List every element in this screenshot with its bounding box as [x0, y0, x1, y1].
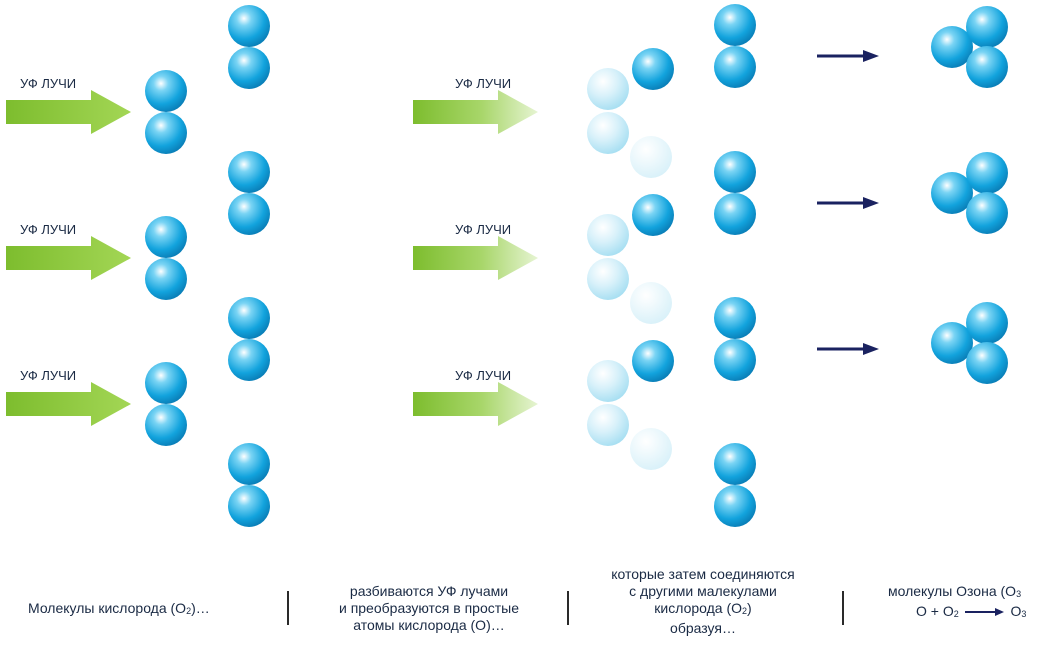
ozone-atom [966, 46, 1008, 88]
ozone-equation: O + O2 O3 [888, 603, 1026, 623]
caption-line: с другими малекулами [629, 583, 777, 599]
equation-right: O [1010, 603, 1022, 619]
oxygen-molecule-atom [714, 339, 756, 381]
oxygen-molecule-atom [145, 112, 187, 154]
oxygen-molecule-atom [228, 443, 270, 485]
uv-arrow-icon [6, 90, 131, 134]
uv-arrow-icon [413, 90, 538, 134]
caption-sub: 2 [742, 606, 748, 616]
uv-arrow-icon [413, 382, 538, 426]
ozone-atom [931, 26, 973, 68]
equation-left: O + O [916, 603, 954, 619]
uv-arrow-icon [6, 236, 131, 280]
caption-line: разбиваются УФ лучами [349, 583, 509, 599]
oxygen-molecule-atom [228, 193, 270, 235]
ozone-atom [966, 342, 1008, 384]
caption-text: кислорода (O [654, 600, 743, 616]
split-oxygen-atom [587, 360, 629, 402]
free-oxygen-atom [630, 282, 672, 324]
free-oxygen-atom [632, 48, 674, 90]
uv-label: УФ ЛУЧИ [20, 368, 76, 383]
oxygen-molecule-atom [714, 4, 756, 46]
caption-sub: 3 [1016, 589, 1022, 599]
free-oxygen-atom [632, 194, 674, 236]
free-oxygen-atom [630, 136, 672, 178]
caption-text: ) [747, 600, 752, 616]
oxygen-molecule-atom [228, 339, 270, 381]
oxygen-molecule-atom [145, 258, 187, 300]
oxygen-molecule-atom [145, 216, 187, 258]
uv-arrow-icon [413, 236, 538, 280]
oxygen-molecule-atom [228, 47, 270, 89]
caption-line: молекулы Озона (O3 [888, 583, 1026, 603]
reaction-arrow-head-icon [863, 50, 879, 62]
split-oxygen-atom [587, 258, 629, 300]
split-oxygen-atom [587, 214, 629, 256]
caption-text: )… [191, 600, 210, 616]
split-oxygen-atom [587, 404, 629, 446]
uv-label: УФ ЛУЧИ [455, 222, 511, 237]
caption-ozone: молекулы Озона (O3 O + O2 O3 [888, 583, 1026, 623]
oxygen-molecule-atom [714, 297, 756, 339]
ozone-atom [931, 172, 973, 214]
divider-2 [567, 591, 569, 625]
oxygen-molecule-atom [145, 70, 187, 112]
uv-label: УФ ЛУЧИ [455, 76, 511, 91]
uv-label: УФ ЛУЧИ [20, 76, 76, 91]
caption-text: Молекулы кислорода (O [28, 600, 187, 616]
oxygen-molecule-atom [714, 485, 756, 527]
caption-sub: 3 [1021, 609, 1027, 619]
caption-line: кислорода (O2) [578, 600, 828, 620]
ozone-atom [966, 192, 1008, 234]
oxygen-molecule-atom [714, 443, 756, 485]
free-oxygen-atom [632, 340, 674, 382]
caption-sub: 2 [186, 606, 192, 616]
caption-sub: 2 [953, 609, 959, 619]
oxygen-molecule-atom [228, 297, 270, 339]
reaction-arrow-head-icon [863, 197, 879, 209]
uv-arrow-icon [6, 382, 131, 426]
caption-molecules: Молекулы кислорода (O2)… [28, 600, 210, 620]
caption-line: и преобразуются в простые [338, 600, 519, 616]
caption-combine: которые затем соединяются с другими мале… [578, 566, 828, 637]
ozone-atom [966, 6, 1008, 48]
divider-3 [842, 591, 844, 625]
ozone-atom [966, 152, 1008, 194]
oxygen-molecule-atom [228, 5, 270, 47]
oxygen-molecule-atom [714, 151, 756, 193]
oxygen-molecule-atom [714, 193, 756, 235]
caption-line: образуя… [670, 620, 736, 636]
uv-label: УФ ЛУЧИ [20, 222, 76, 237]
split-oxygen-atom [587, 68, 629, 110]
ozone-atom [931, 322, 973, 364]
split-oxygen-atom [587, 112, 629, 154]
caption-split: разбиваются УФ лучами и преобразуются в … [306, 583, 552, 634]
divider-1 [287, 591, 289, 625]
oxygen-molecule-atom [228, 485, 270, 527]
oxygen-molecule-atom [714, 46, 756, 88]
equation-arrow-icon [964, 608, 1004, 617]
reaction-arrow-head-icon [863, 343, 879, 355]
caption-line: атомы кислорода (O)… [353, 617, 505, 633]
ozone-atom [966, 302, 1008, 344]
oxygen-molecule-atom [228, 151, 270, 193]
caption-text: молекулы Озона (O [888, 583, 1017, 599]
free-oxygen-atom [630, 428, 672, 470]
caption-line: которые затем соединяются [611, 566, 795, 582]
oxygen-molecule-atom [145, 404, 187, 446]
uv-label: УФ ЛУЧИ [455, 368, 511, 383]
oxygen-molecule-atom [145, 362, 187, 404]
